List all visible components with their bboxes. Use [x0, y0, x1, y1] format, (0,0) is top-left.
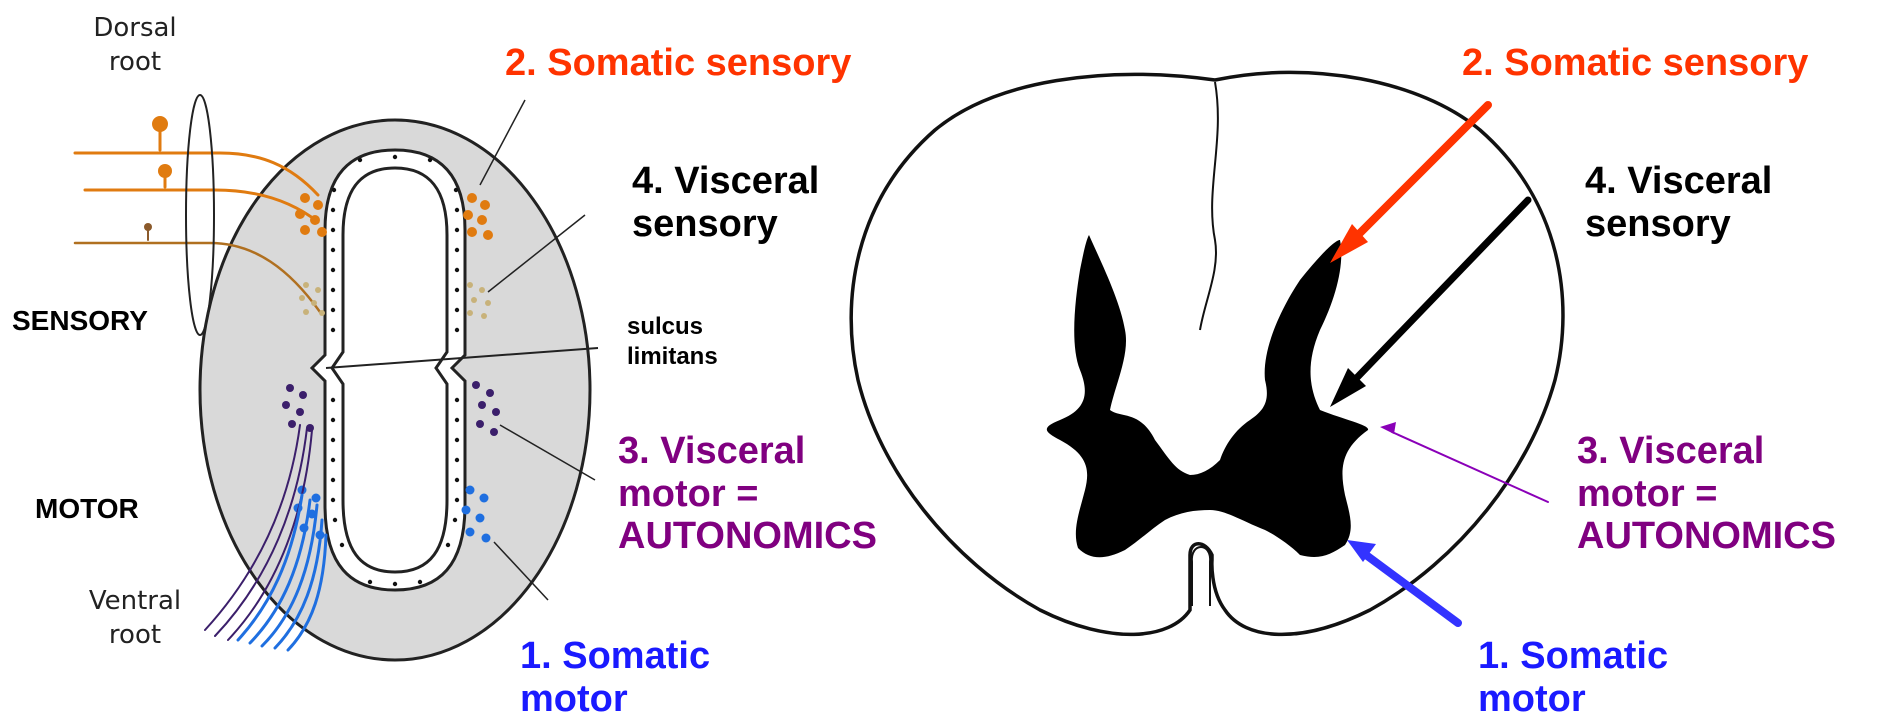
left-visceral-motor-label: 3. Visceral motor = AUTONOMICS: [618, 430, 877, 558]
dorsal-root-ganglion-cells: [144, 116, 172, 231]
ventral-root-label: Ventral root: [75, 585, 195, 653]
left-somatic-sensory-label: 2. Somatic sensory: [505, 42, 851, 85]
right-visceral-motor-label: 3. Visceral motor = AUTONOMICS: [1577, 430, 1836, 558]
dorsal-root-label: Dorsal root: [75, 12, 195, 80]
spinal-cord-section: [851, 72, 1563, 634]
sulcus-limitans-label: sulcus limitans: [627, 312, 718, 372]
motor-label: MOTOR: [35, 493, 139, 524]
right-somatic-motor-label: 1. Somatic motor: [1478, 635, 1668, 720]
dorsal-root-loop: [186, 95, 214, 335]
anterior-median-fissure: [1192, 547, 1210, 606]
central-canal-lumen: [332, 168, 447, 572]
neural-tube-section: [75, 95, 598, 660]
right-somatic-sensory-label: 2. Somatic sensory: [1462, 42, 1808, 85]
right-visceral-sensory-label: 4. Visceral sensory: [1585, 160, 1772, 245]
left-somatic-motor-label: 1. Somatic motor: [520, 635, 710, 720]
left-visceral-sensory-label: 4. Visceral sensory: [632, 160, 819, 245]
sensory-label: SENSORY: [12, 305, 148, 336]
